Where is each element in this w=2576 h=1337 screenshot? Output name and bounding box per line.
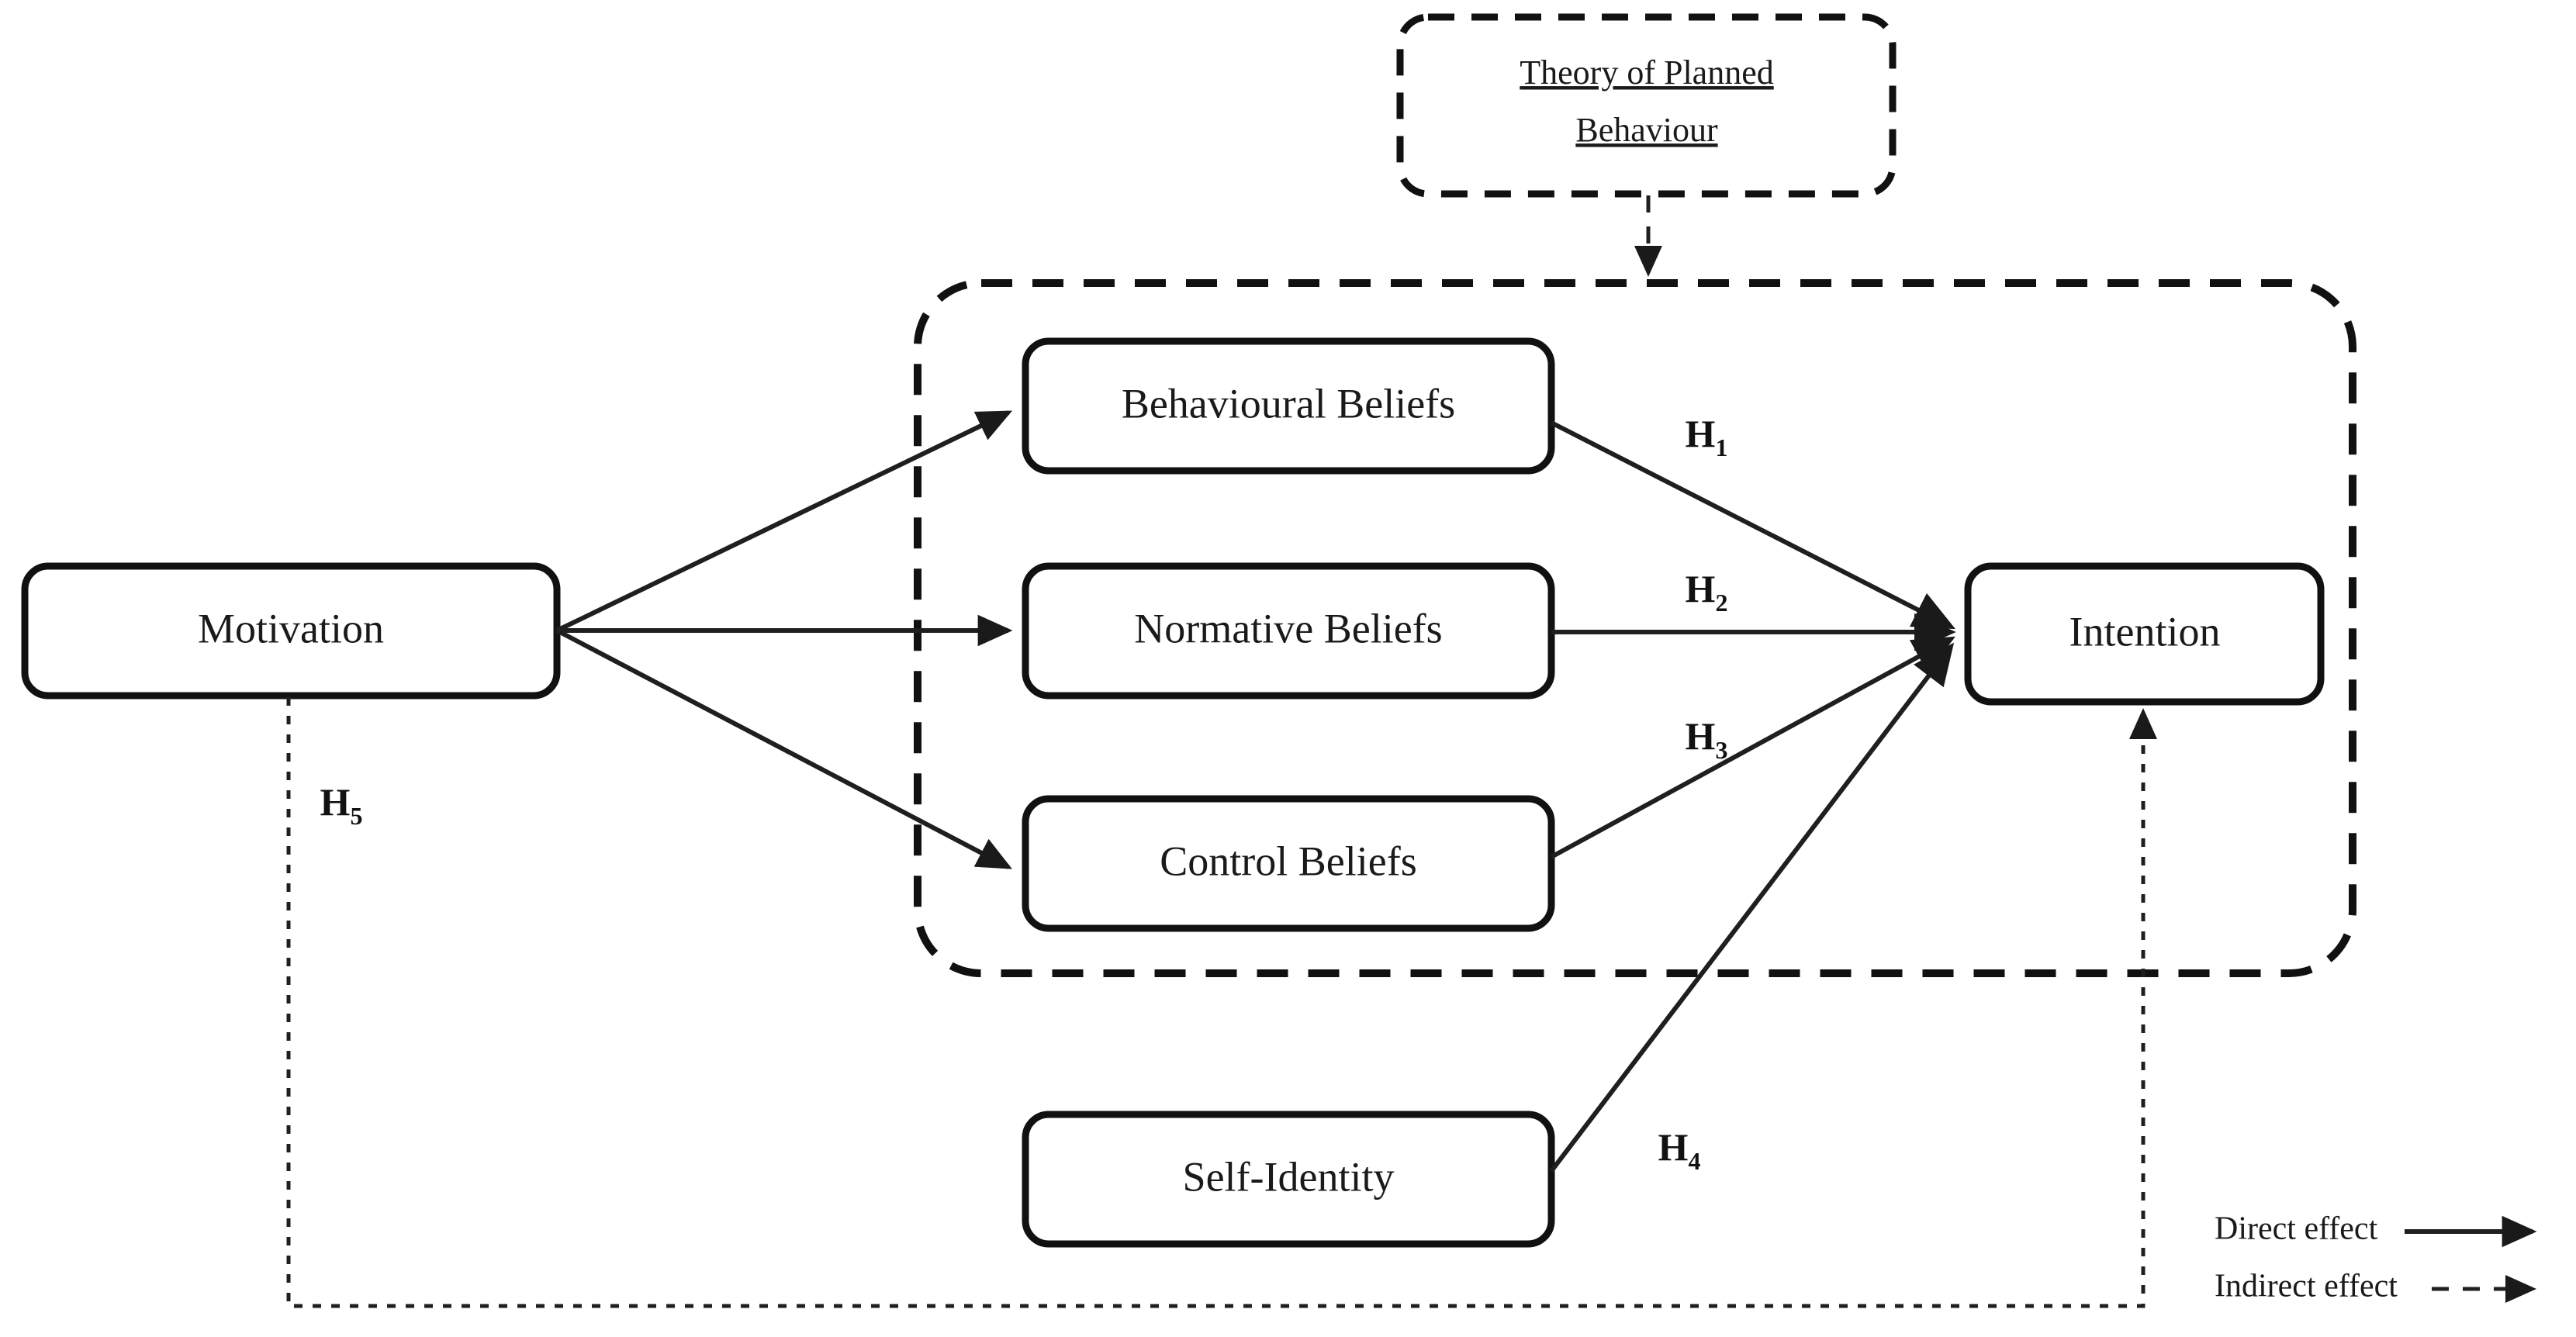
h5-base: H <box>320 780 351 824</box>
tpb-title-line2: Behaviour <box>1575 111 1718 149</box>
node-box-behavioural-beliefs[interactable] <box>1022 337 1555 475</box>
h5-sub: 5 <box>350 802 362 830</box>
node-label-behavioural-beliefs: Behavioural Beliefs <box>1122 380 1455 427</box>
node-label-self-identity: Self-Identity <box>1183 1153 1395 1200</box>
hypothesis-label-h5: H5 <box>320 780 363 830</box>
h1-base: H <box>1686 412 1716 455</box>
hypothesis-label-h1: H1 <box>1686 412 1728 461</box>
hypothesis-label-h3: H3 <box>1686 714 1728 764</box>
h4-base: H <box>1658 1125 1689 1169</box>
node-box-control-beliefs[interactable] <box>1022 795 1555 932</box>
legend: Direct effect Indirect effect <box>2215 1211 2537 1304</box>
h3-base: H <box>1686 714 1716 758</box>
tpb-title-line1: Theory of Planned <box>1520 54 1773 92</box>
node-box-self-identity[interactable] <box>1022 1111 1555 1248</box>
tpb-title-box <box>1396 13 1897 198</box>
edge-control-beliefs-to-intention <box>1550 636 1955 859</box>
h3-sub: 3 <box>1715 736 1727 764</box>
node-label-normative-beliefs: Normative Beliefs <box>1134 605 1442 651</box>
hypothesis-label-h4: H4 <box>1658 1125 1701 1175</box>
h4-sub: 4 <box>1688 1147 1700 1175</box>
node-label-intention: Intention <box>2069 608 2221 655</box>
legend-label-indirect-effect: Indirect effect <box>2215 1269 2398 1304</box>
edge-motivation-to-control-beliefs <box>555 628 1012 869</box>
legend-label-direct-effect: Direct effect <box>2215 1211 2378 1247</box>
hypothesis-label-h2: H2 <box>1686 567 1728 617</box>
edge-self-identity-to-intention <box>1549 642 1955 1173</box>
edge-motivation-to-behavioural-beliefs <box>555 410 1013 633</box>
edge-behavioural-beliefs-to-intention <box>1550 420 1956 630</box>
h1-sub: 1 <box>1715 434 1727 461</box>
node-box-intention[interactable] <box>1964 562 2325 706</box>
h2-base: H <box>1686 567 1716 610</box>
edge-motivation-to-intention-indirect <box>286 697 2157 1308</box>
node-label-control-beliefs: Control Beliefs <box>1160 838 1416 884</box>
h2-sub: 2 <box>1715 589 1727 617</box>
node-label-motivation: Motivation <box>198 605 384 651</box>
